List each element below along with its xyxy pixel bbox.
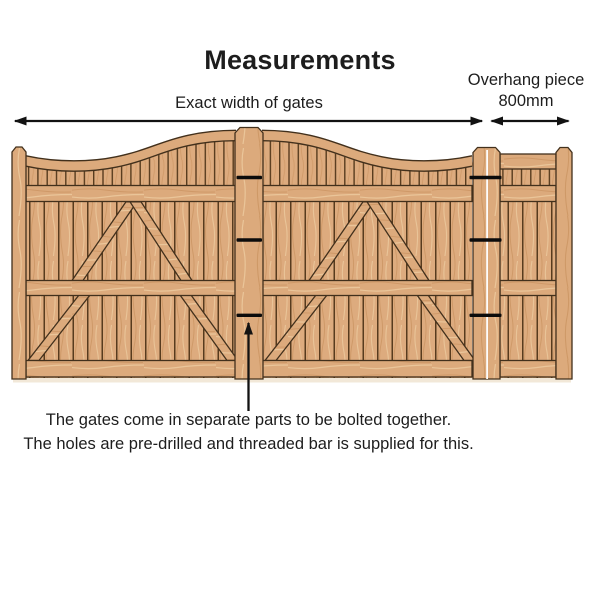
- bolt: [469, 238, 502, 242]
- bolt: [469, 175, 502, 180]
- overhang-label-line1: Overhang piece: [467, 71, 585, 89]
- bolt: [469, 313, 502, 317]
- left-gate-leaf: [25, 129, 238, 378]
- bottom-rail: [261, 359, 473, 378]
- bolt: [236, 238, 262, 242]
- overhang-piece: [499, 146, 573, 380]
- bolt-marks: [236, 175, 502, 317]
- right-gate-leaf: [261, 129, 475, 378]
- overhang-label: Overhang piece 800mm: [441, 70, 600, 112]
- bottom-rail: [25, 359, 237, 378]
- page-title: Measurements: [204, 45, 396, 75]
- middle-rail: [25, 279, 237, 297]
- top-rail: [499, 184, 557, 203]
- bolt: [236, 175, 262, 180]
- top-rail: [261, 184, 473, 203]
- exact-width-label: Exact width of gates: [175, 94, 323, 112]
- middle-rail: [499, 279, 557, 297]
- assembly-note-line2: The holes are pre-drilled and threaded b…: [23, 434, 474, 453]
- overhang-label-line2: 800mm: [498, 92, 554, 110]
- top-rail: [25, 184, 237, 203]
- hanging-post: [472, 146, 501, 380]
- assembly-note: The gates come in separate parts to be b…: [0, 409, 497, 456]
- overhang-end-stile: [555, 146, 573, 380]
- bottom-rail: [499, 359, 557, 378]
- middle-rail: [261, 279, 473, 297]
- cap-rail: [499, 153, 557, 170]
- post-seam: [486, 150, 488, 379]
- ground-shadow: [13, 378, 571, 383]
- left-stile: [11, 146, 27, 380]
- assembly-note-line1: The gates come in separate parts to be b…: [45, 411, 452, 429]
- bolt: [236, 313, 262, 317]
